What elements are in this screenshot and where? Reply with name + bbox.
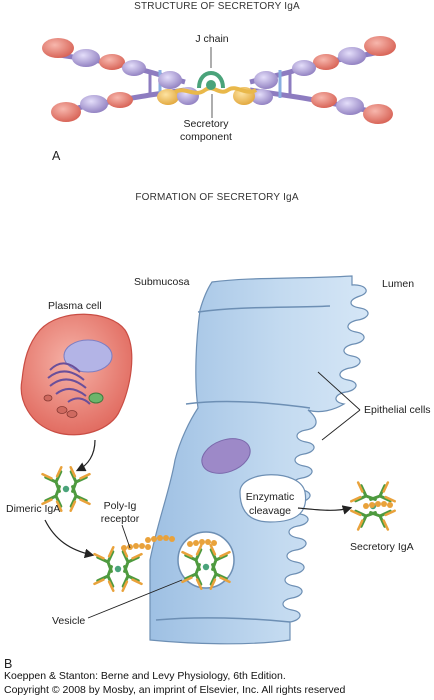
credit-line-1: Koeppen & Stanton: Berne and Levy Physio…	[4, 670, 286, 682]
secretory-iga-molecule	[351, 482, 394, 529]
panel-b-label: B	[4, 657, 12, 671]
submucosa-label: Submucosa	[134, 276, 190, 288]
transport-vesicle	[177, 531, 235, 589]
secretory-component-label-1: Secretory	[184, 118, 230, 130]
credit-line-2: Copyright © 2008 by Mosby, an imprint of…	[4, 684, 346, 696]
epithelial-cells-label: Epithelial cells	[364, 404, 431, 416]
secretory-iga-label: Secretory IgA	[350, 541, 414, 553]
plasma-cell-label: Plasma cell	[48, 300, 102, 312]
iga-structure-molecule	[42, 36, 396, 124]
poly-ig-receptor-label-1: Poly-Ig	[104, 500, 137, 512]
secretory-component-label-2: component	[180, 131, 232, 143]
j-chain-loop	[197, 71, 225, 89]
secretory-component-strand	[173, 86, 258, 95]
enzymatic-cleavage-label-2: cleavage	[249, 505, 291, 517]
panel-a-title: STRUCTURE OF SECRETORY IgA	[134, 1, 300, 12]
panel-b-title: FORMATION OF SECRETORY IgA	[135, 192, 299, 203]
enzymatic-cleavage-label-1: Enzymatic	[246, 491, 294, 503]
lumen-label: Lumen	[382, 278, 414, 290]
poly-ig-receptor-label-2: receptor	[101, 513, 140, 525]
plasma-cell	[20, 313, 133, 436]
epithelial-nucleus	[201, 438, 251, 474]
cleavage-bubble	[239, 474, 307, 523]
epithelium	[149, 275, 369, 645]
j-chain-label: J chain	[195, 33, 228, 45]
vesicle-label: Vesicle	[52, 615, 85, 627]
dimeric-iga-label: Dimeric IgA	[6, 503, 60, 515]
panel-a-label: A	[52, 149, 61, 163]
